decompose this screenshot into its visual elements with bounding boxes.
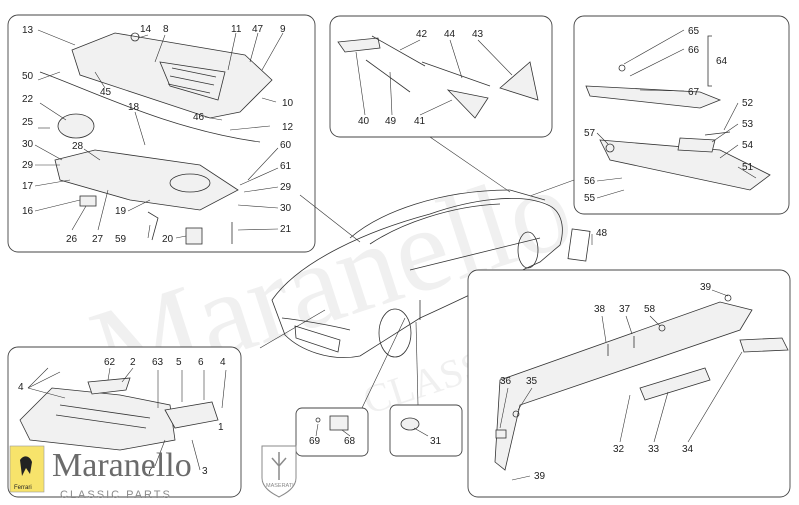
callout: 57	[584, 128, 596, 139]
callout: 45	[100, 87, 112, 98]
callout: 8	[163, 24, 169, 35]
panel-grommet: 31	[389, 404, 463, 457]
callout: 61	[280, 161, 292, 172]
callout: 27	[92, 234, 104, 245]
callout: 4	[18, 382, 24, 393]
panel-door-sills: 39 38 37 58 36 35 32 33 34 39	[467, 269, 791, 498]
panel-cowl: 13 14 8 11 47 9 50 45 10 22 18 46 25 12 …	[7, 14, 316, 253]
callout: 51	[742, 162, 754, 173]
callout: 9	[280, 24, 286, 35]
callout: 46	[193, 112, 205, 123]
callout: 58	[644, 304, 656, 315]
callout: 55	[584, 193, 596, 204]
callout: 66	[688, 45, 700, 56]
panel-window-trims: 42 44 43 40 49 41	[329, 15, 553, 138]
callout: 50	[22, 71, 34, 82]
trident-icon	[271, 452, 287, 480]
callout: 37	[619, 304, 631, 315]
panel-underbody: 62 2 63 5 6 4 4 7 3 1	[7, 346, 242, 498]
callout: 32	[613, 444, 625, 455]
callout: 30	[280, 203, 292, 214]
logo-title: Maranello	[52, 447, 192, 484]
callout: 28	[72, 141, 84, 152]
callout: 39	[700, 282, 712, 293]
maranello-logo: Ferrari Maranello CLASSIC PARTS MASERATI	[9, 445, 297, 501]
callout: 30	[22, 139, 34, 150]
callout: 42	[416, 29, 428, 40]
callout: 62	[104, 357, 116, 368]
callout: 64	[716, 56, 728, 67]
callout: 52	[742, 98, 754, 109]
callout: 18	[128, 102, 140, 113]
callout: 16	[22, 206, 34, 217]
callout: 41	[414, 116, 426, 127]
prancing-horse-icon	[20, 456, 32, 476]
callout: 67	[688, 87, 700, 98]
callout: 49	[385, 116, 397, 127]
callout: 19	[115, 206, 127, 217]
callout: 60	[280, 140, 292, 151]
callout: 21	[280, 224, 292, 235]
callout: 65	[688, 26, 700, 37]
callout: 36	[500, 376, 512, 387]
callout: 35	[526, 376, 538, 387]
callout: 47	[252, 24, 264, 35]
badge-text: Ferrari	[14, 485, 32, 491]
callout: 39	[534, 471, 546, 482]
callout: 25	[22, 117, 34, 128]
callout: 10	[282, 98, 294, 109]
callout: 38	[594, 304, 606, 315]
callout: 54	[742, 140, 754, 151]
callout: 1	[218, 422, 224, 433]
callout: 33	[648, 444, 660, 455]
callout: 2	[130, 357, 136, 368]
callout: 29	[22, 160, 34, 171]
callout: 29	[280, 182, 292, 193]
callout: 69	[309, 436, 321, 447]
callout: 6	[198, 357, 204, 368]
callout: 12	[282, 122, 294, 133]
callout: 4	[220, 357, 226, 368]
callout: 22	[22, 94, 34, 105]
panel-trunk-trim: 65 66 64 67 52 53 57 54 56 51 55	[573, 15, 790, 215]
callout: 63	[152, 357, 164, 368]
callout: 48	[596, 228, 608, 239]
callout: 17	[22, 181, 34, 192]
car-illustration: 48	[259, 136, 608, 409]
callout: 68	[344, 436, 356, 447]
callout: 34	[682, 444, 694, 455]
callout: 3	[202, 466, 208, 477]
callout: 40	[358, 116, 370, 127]
callout: 56	[584, 176, 596, 187]
panel-badge: 69 68	[295, 407, 369, 457]
callout: 44	[444, 29, 456, 40]
emblem-text: MASERATI	[266, 483, 294, 489]
logo-subtitle: CLASSIC PARTS	[60, 489, 172, 501]
callout: 53	[742, 119, 754, 130]
callout: 7	[147, 466, 153, 477]
callout: 31	[430, 436, 442, 447]
callout: 14	[140, 24, 152, 35]
callout: 11	[231, 24, 242, 35]
callout: 43	[472, 29, 484, 40]
callout: 13	[22, 25, 34, 36]
callout: 26	[66, 234, 78, 245]
callout: 59	[115, 234, 127, 245]
callout: 20	[162, 234, 174, 245]
callout: 5	[176, 357, 182, 368]
